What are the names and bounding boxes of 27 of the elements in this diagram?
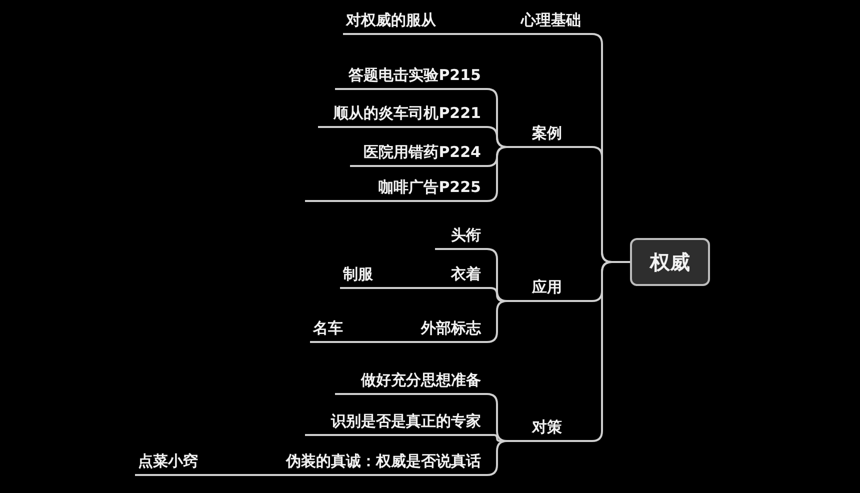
- connector-line: [485, 146, 508, 202]
- branch-label: 咖啡广告P225: [305, 174, 485, 202]
- branch-label: 衣着: [435, 261, 485, 289]
- branch-label: 识别是否是真正的专家: [305, 408, 485, 436]
- connector-line: [485, 434, 507, 442]
- connector-line: [388, 341, 400, 343]
- branch-label: 做好充分思想准备: [335, 367, 485, 395]
- branch-label: 案例: [507, 120, 587, 148]
- connector-line: [485, 300, 508, 343]
- topic-box: 权威: [630, 238, 710, 286]
- branch-label: 顺从的炎车司机P221: [318, 100, 485, 128]
- branch-label: 点菜小窍: [135, 448, 246, 476]
- branch-label: 外部标志: [400, 315, 485, 343]
- branch-label: 答题电击实验P215: [335, 62, 485, 90]
- connector-line: [246, 474, 258, 476]
- connector-line: [493, 33, 505, 35]
- branch-label: 对策: [507, 414, 587, 442]
- connector-line: [423, 287, 435, 289]
- branch-label: 对权威的服从: [343, 8, 493, 35]
- branch-label: 制服: [340, 261, 423, 289]
- branch-label: 伪装的真诚：权威是否说真话: [258, 448, 485, 476]
- branch-label: 心理基础: [505, 8, 585, 35]
- branch-label: 医院用错药P224: [350, 139, 485, 167]
- branch-label: 名车: [310, 315, 388, 343]
- branch-label: 应用: [507, 274, 587, 302]
- branch-label: 头衔: [435, 222, 485, 250]
- connector-line: [485, 287, 507, 302]
